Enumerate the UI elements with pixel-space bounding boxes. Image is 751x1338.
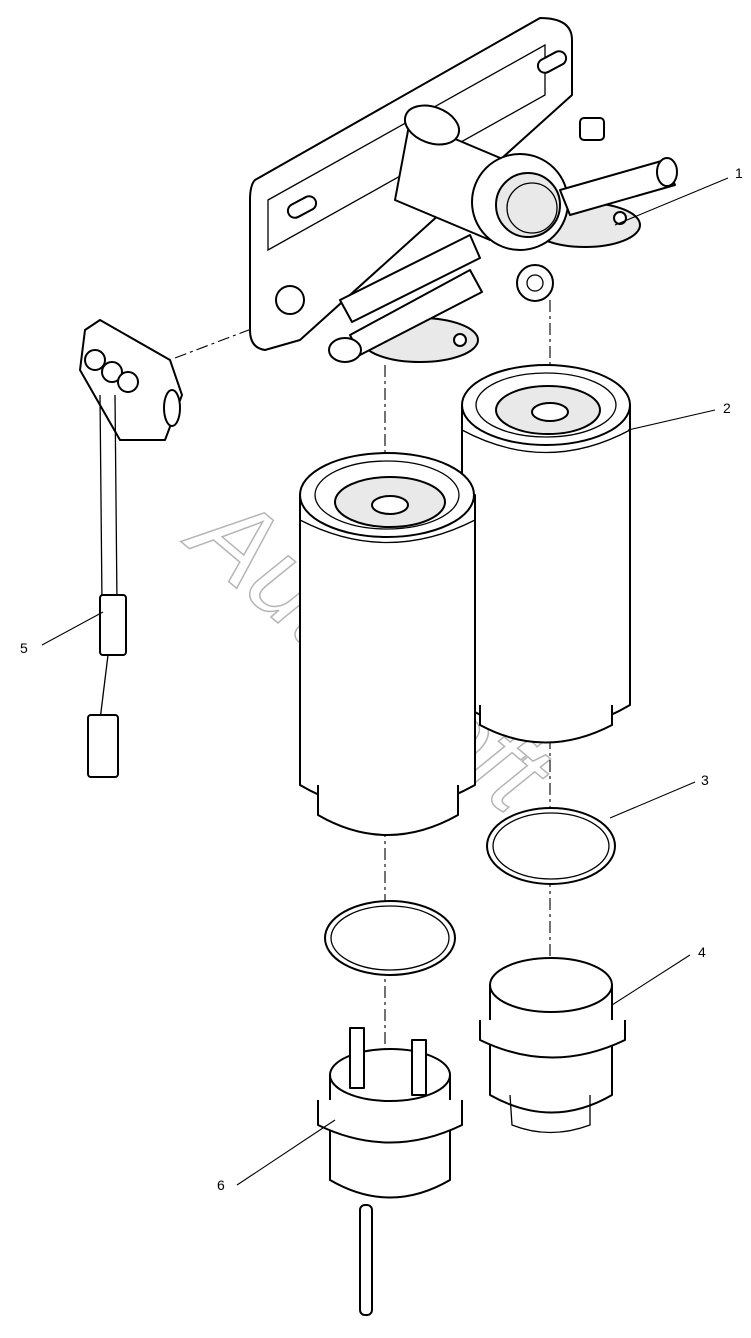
callout-1: 1 bbox=[735, 165, 743, 181]
callout-5: 5 bbox=[20, 640, 28, 656]
callout-2: 2 bbox=[723, 400, 731, 416]
callout-leaders bbox=[41, 177, 729, 1186]
wiring-harness bbox=[79, 319, 183, 778]
callout-4: 4 bbox=[698, 944, 706, 960]
callout-6: 6 bbox=[217, 1177, 225, 1193]
callout-3: 3 bbox=[701, 772, 709, 788]
sensor-bowl-with-probe bbox=[317, 1027, 463, 1316]
o-ring-rear bbox=[486, 807, 616, 885]
filter-head-assembly bbox=[249, 17, 678, 363]
fuel-filter-cartridge-rear bbox=[461, 364, 631, 744]
o-ring-front bbox=[324, 900, 456, 976]
callout-labels: 1 2 3 4 5 6 bbox=[20, 165, 743, 1193]
fuel-filter-cartridge-front bbox=[299, 452, 476, 836]
water-separator-bowl bbox=[479, 957, 626, 1134]
